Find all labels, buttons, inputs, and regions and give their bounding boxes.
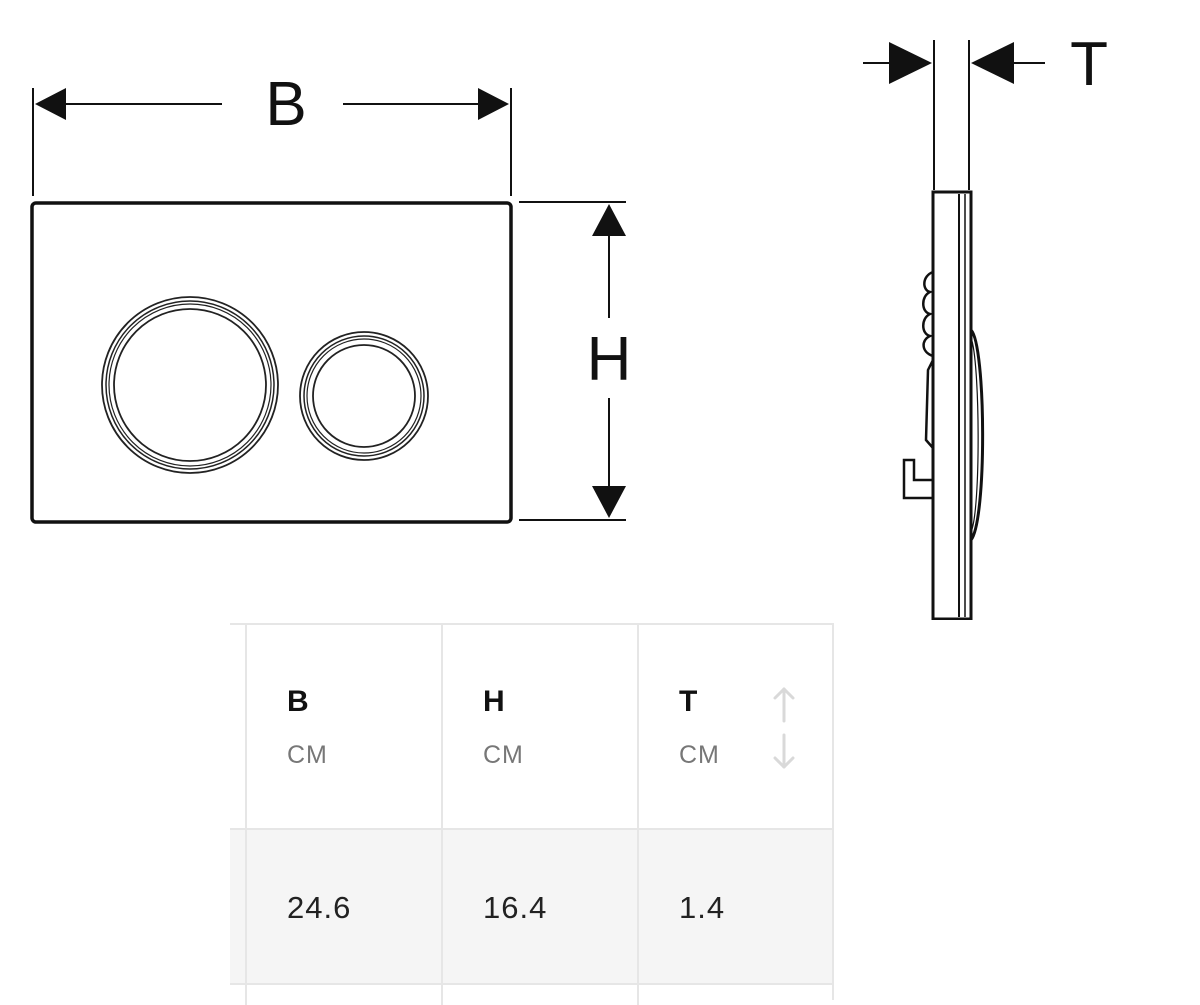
sort-up-down-icon[interactable] (767, 683, 801, 773)
height-dimension (519, 201, 626, 521)
table-stub-cell (230, 830, 245, 983)
width-label: B (265, 70, 306, 139)
table-stub-cell (230, 625, 245, 828)
column-header-b: B CM (245, 625, 441, 828)
partial-flush-button (299, 331, 429, 461)
side-view: T (863, 30, 1108, 620)
column-key: T (679, 685, 698, 718)
table-cell-h: 16.4 (441, 830, 637, 983)
cell-value: 1.4 (679, 890, 726, 925)
dimension-drawing: B H (30, 30, 1108, 620)
full-flush-button (101, 296, 279, 474)
dimension-table: B CM H CM T CM 24.6 16.4 (230, 623, 834, 1005)
cell-value: 24.6 (287, 890, 352, 925)
width-dimension (32, 88, 512, 196)
front-view: B H (30, 70, 632, 524)
height-label: H (587, 325, 632, 394)
mounting-clips (902, 270, 935, 500)
column-header-t: T CM (637, 625, 832, 828)
thickness-dimension (863, 40, 1045, 190)
column-unit: CM (483, 741, 524, 769)
thickness-label: T (1070, 30, 1108, 99)
table-row: 24.6 16.4 1.4 (230, 830, 832, 985)
column-unit: CM (679, 741, 720, 769)
plate-profile (931, 190, 973, 620)
column-key: H (483, 685, 505, 718)
column-unit: CM (287, 741, 328, 769)
cell-value: 16.4 (483, 890, 548, 925)
table-cell-b: 24.6 (245, 830, 441, 983)
table-row-partial (230, 985, 832, 1005)
button-bulge (969, 328, 985, 541)
table-cell-t: 1.4 (637, 830, 832, 983)
column-key: B (287, 685, 309, 718)
column-header-h: H CM (441, 625, 637, 828)
flush-plate-outline (30, 201, 513, 524)
table-header-row: B CM H CM T CM (230, 625, 832, 830)
